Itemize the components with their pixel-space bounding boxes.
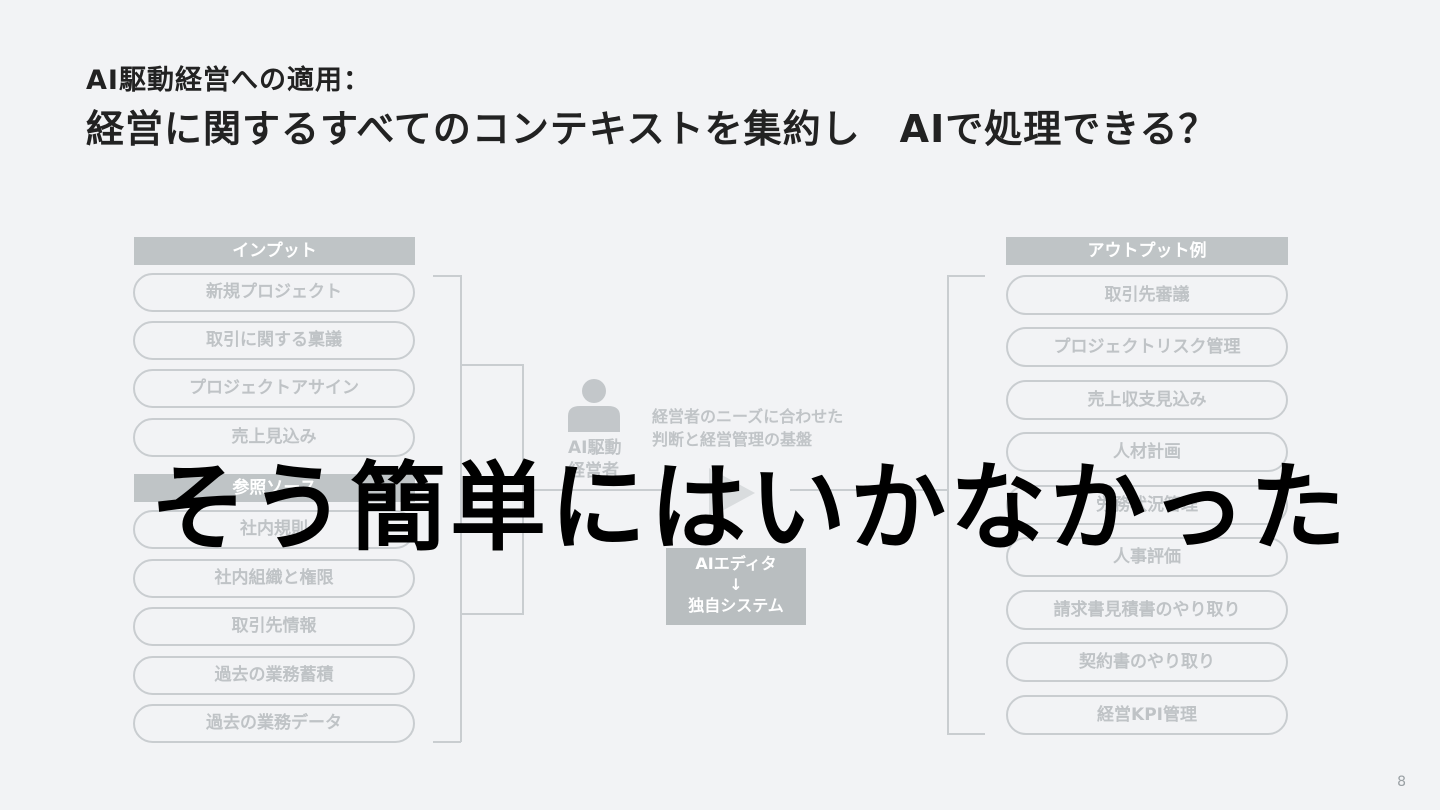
foundation-description: 判断と経営管理の基盤	[652, 430, 813, 449]
reference-item: 過去の業務蓄積	[133, 656, 415, 695]
bracket-line	[947, 275, 949, 735]
output-item: プロジェクトリスク管理	[1006, 327, 1288, 367]
output-item: 経営KPI管理	[1006, 695, 1288, 735]
bracket-line	[460, 275, 462, 742]
bracket-line	[462, 364, 524, 366]
bracket-line	[947, 275, 985, 277]
person-label: 経営者	[568, 461, 619, 481]
slide-title: 経営に関するすべてのコンテキストを集約し AIで処理できる？	[86, 107, 1218, 151]
person-icon	[568, 379, 620, 432]
ai-editor-box: AIエディタ ↓ 独自システム	[666, 548, 806, 625]
bracket-line	[522, 364, 524, 614]
input-item: 新規プロジェクト	[133, 273, 415, 312]
bracket-line	[433, 741, 461, 743]
bracket-line	[947, 733, 985, 735]
person-label: AI駆動	[568, 438, 622, 458]
input-item: 売上見込み	[133, 418, 415, 457]
bracket-line	[433, 275, 461, 277]
down-arrow-icon: ↓	[729, 575, 743, 594]
foundation-description: 経営者のニーズに合わせた	[652, 407, 844, 426]
reference-item: 社内組織と権限	[133, 559, 415, 598]
slide-subtitle: AI駆動経営への適用：	[86, 65, 371, 96]
reference-item: 過去の業務データ	[133, 704, 415, 743]
bracket-line	[462, 613, 524, 615]
output-item: 取引先審議	[1006, 275, 1288, 315]
output-item: 労務状況管理	[1006, 485, 1288, 525]
reference-item: 社内規則	[133, 510, 415, 549]
output-item: 契約書のやり取り	[1006, 642, 1288, 682]
input-header: インプット	[134, 237, 415, 265]
output-item: 請求書見積書のやり取り	[1006, 590, 1288, 630]
overlay-statement: そう簡単にはいかなかった	[150, 452, 1350, 564]
page-number: 8	[1397, 774, 1406, 790]
reference-header: 参照ソース	[134, 474, 415, 502]
connector-line	[524, 489, 669, 491]
input-item: 取引に関する稟議	[133, 321, 415, 360]
output-header: アウトプット例	[1006, 237, 1288, 265]
output-item: 人材計画	[1006, 432, 1288, 472]
editor-label: AIエディタ	[695, 554, 777, 573]
editor-label: 独自システム	[688, 596, 784, 615]
play-icon	[709, 468, 755, 518]
reference-item: 取引先情報	[133, 607, 415, 646]
input-item: プロジェクトアサイン	[133, 369, 415, 408]
output-item: 人事評価	[1006, 537, 1288, 577]
connector-line	[790, 489, 948, 491]
output-item: 売上収支見込み	[1006, 380, 1288, 420]
